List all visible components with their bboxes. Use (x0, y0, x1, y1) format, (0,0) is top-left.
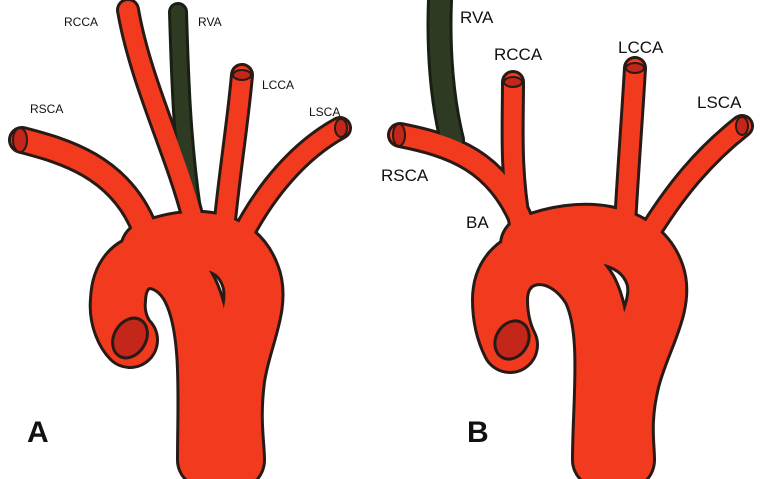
panel-a-lsca-opening (334, 118, 348, 138)
panel-a-rcca-vessel (119, 1, 201, 224)
panel-a-drawing (8, 0, 352, 479)
panel-b-lsca-opening (735, 116, 749, 136)
panel-a-ascending-aorta-opening (111, 316, 149, 360)
panel-a-label-rva: RVA (198, 15, 222, 29)
panel-a-label-rsca: RSCA (30, 102, 64, 116)
panel-b-aortic-arch (502, 205, 686, 479)
panel-b-label-lcca: LCCA (618, 38, 664, 57)
panel-a-rsca-vessel (11, 129, 156, 241)
panel-b-arteries (390, 59, 751, 479)
panel-b-label-ba: BA (466, 213, 489, 232)
panel-b-lcca-vessel (616, 59, 644, 234)
panel-a-letter: A (27, 416, 49, 449)
panel-b-lsca-vessel (636, 117, 751, 249)
panel-a-aortic-arch (122, 212, 282, 479)
panel-a-lcca-opening (232, 69, 252, 81)
panel-a-rsca-opening (12, 127, 28, 153)
panel-b-label-rcca: RCCA (494, 45, 543, 64)
panel-b-label-rva: RVA (460, 8, 494, 27)
panel-a-lsca-vessel (231, 119, 349, 249)
panel-b-label-rsca: RSCA (381, 166, 429, 185)
panel-a-lcca-vessel (216, 66, 251, 229)
panel-b-ascending-aorta-opening (493, 319, 531, 361)
panel-a-label-lcca: LCCA (262, 78, 295, 92)
panel-a-label-rcca: RCCA (64, 15, 99, 29)
panel-b-label-lsca: LSCA (697, 93, 742, 112)
panel-b-rsca-opening (392, 123, 406, 147)
panel-a-label-lsca: LSCA (309, 105, 341, 119)
panel-a-descending-aorta (91, 235, 232, 479)
panel-b-drawing (387, 0, 754, 479)
panel-b-rcca-vessel (503, 73, 529, 234)
panel-b-lcca-opening (625, 62, 645, 74)
panel-a-arteries (11, 1, 349, 479)
panel-b-letter: B (467, 416, 489, 449)
panel-b-rcca-opening (503, 76, 523, 88)
